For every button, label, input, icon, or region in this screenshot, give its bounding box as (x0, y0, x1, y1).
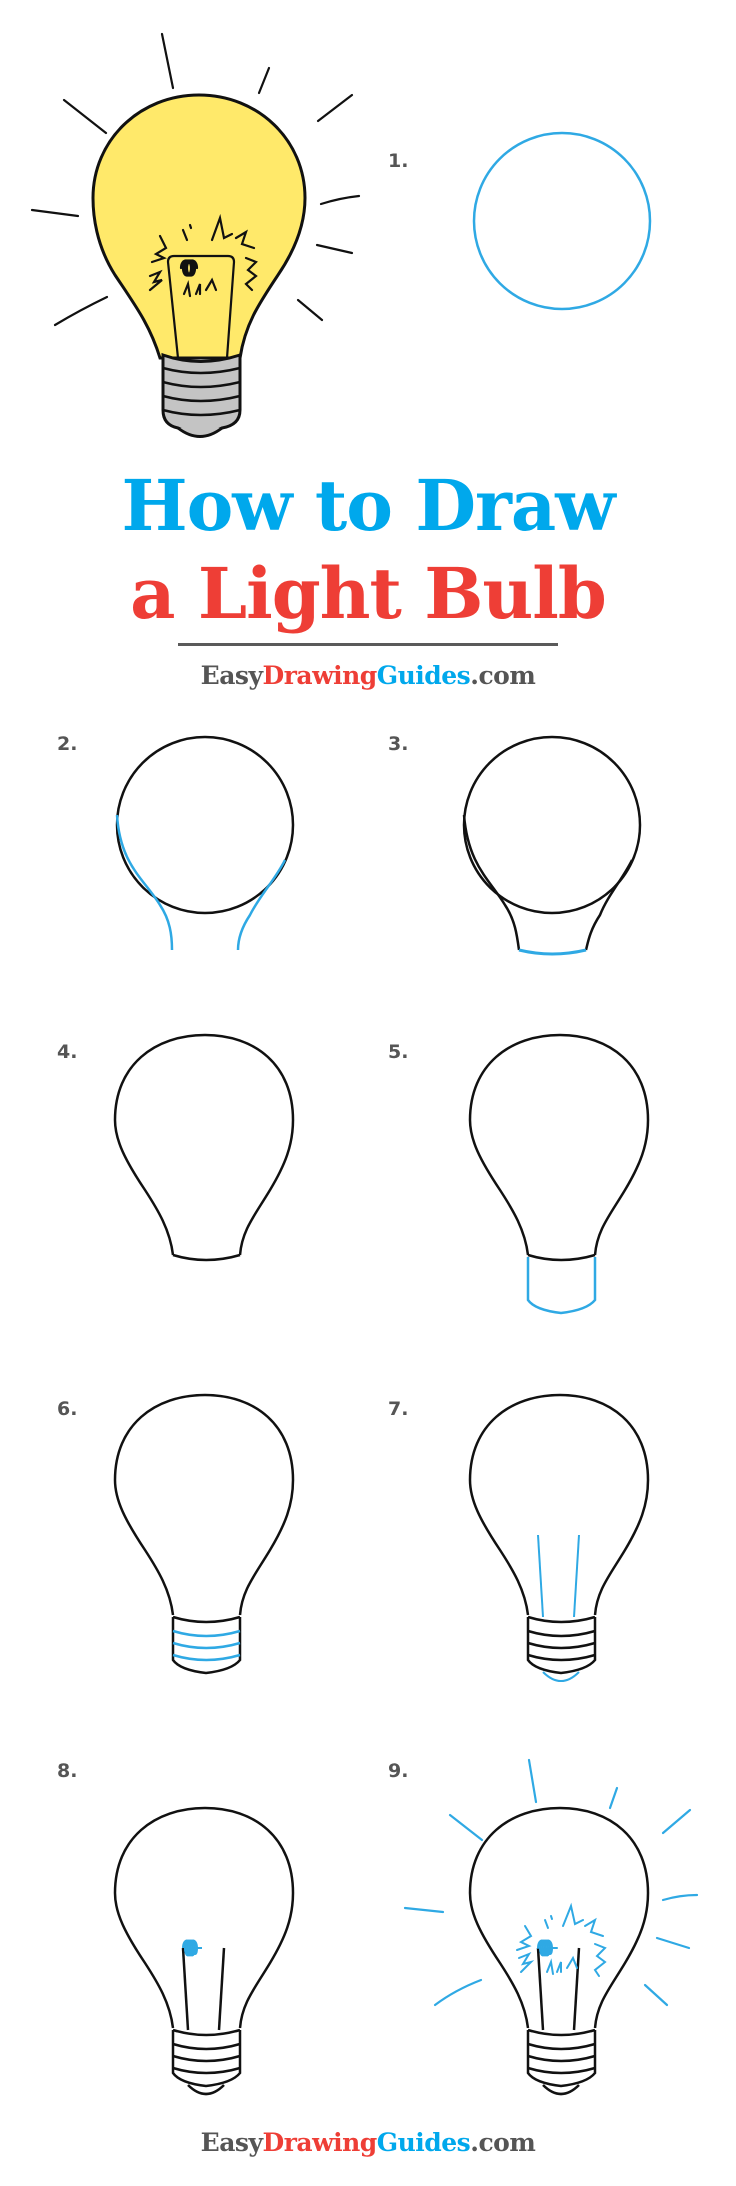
logo-part-guides: Guides (376, 2128, 471, 2157)
site-logo-bottom[interactable]: EasyDrawingGuides.com (0, 2128, 736, 2157)
step-1-drawing (472, 131, 652, 311)
light-rays-icon (30, 32, 361, 327)
logo-part-easy: Easy (200, 2128, 263, 2157)
page-title-line-2: a Light Bulb (130, 552, 607, 635)
step-label-1: 1. (388, 150, 409, 172)
step-2-drawing (115, 735, 295, 951)
logo-part-guides: Guides (376, 661, 471, 690)
logo-part-com: .com (470, 2128, 536, 2157)
step-label-9: 9. (388, 1760, 409, 1782)
step-6-drawing (113, 1393, 295, 1675)
title-separator (178, 643, 558, 646)
step-9-drawing (403, 1758, 699, 2096)
site-logo-top[interactable]: EasyDrawingGuides.com (0, 661, 736, 690)
logo-part-easy: Easy (200, 661, 263, 690)
logo-part-com: .com (470, 661, 536, 690)
step-3-drawing (462, 735, 642, 956)
page-title-line-1: How to Draw (121, 464, 615, 547)
step-8-drawing (113, 1806, 295, 2096)
light-rays-icon (403, 1758, 699, 2007)
sparks-icon (516, 1902, 607, 1977)
bulb-glass (91, 93, 307, 360)
logo-part-drawing: Drawing (262, 661, 378, 690)
step-label-2: 2. (57, 733, 78, 755)
step-7-drawing (468, 1393, 650, 1682)
step-label-4: 4. (57, 1041, 78, 1063)
step-5-drawing (468, 1033, 650, 1315)
step-label-8: 8. (57, 1760, 78, 1782)
guide-circle (472, 131, 652, 311)
hero-light-bulb-illustration (30, 32, 361, 438)
logo-part-drawing: Drawing (262, 2128, 378, 2157)
step-label-3: 3. (388, 733, 409, 755)
step-4-drawing (113, 1033, 295, 1262)
step-label-5: 5. (388, 1041, 409, 1063)
step-label-7: 7. (388, 1398, 409, 1420)
filament-icon (148, 213, 258, 360)
step-label-6: 6. (57, 1398, 78, 1420)
bulb-screw-base (161, 352, 242, 438)
